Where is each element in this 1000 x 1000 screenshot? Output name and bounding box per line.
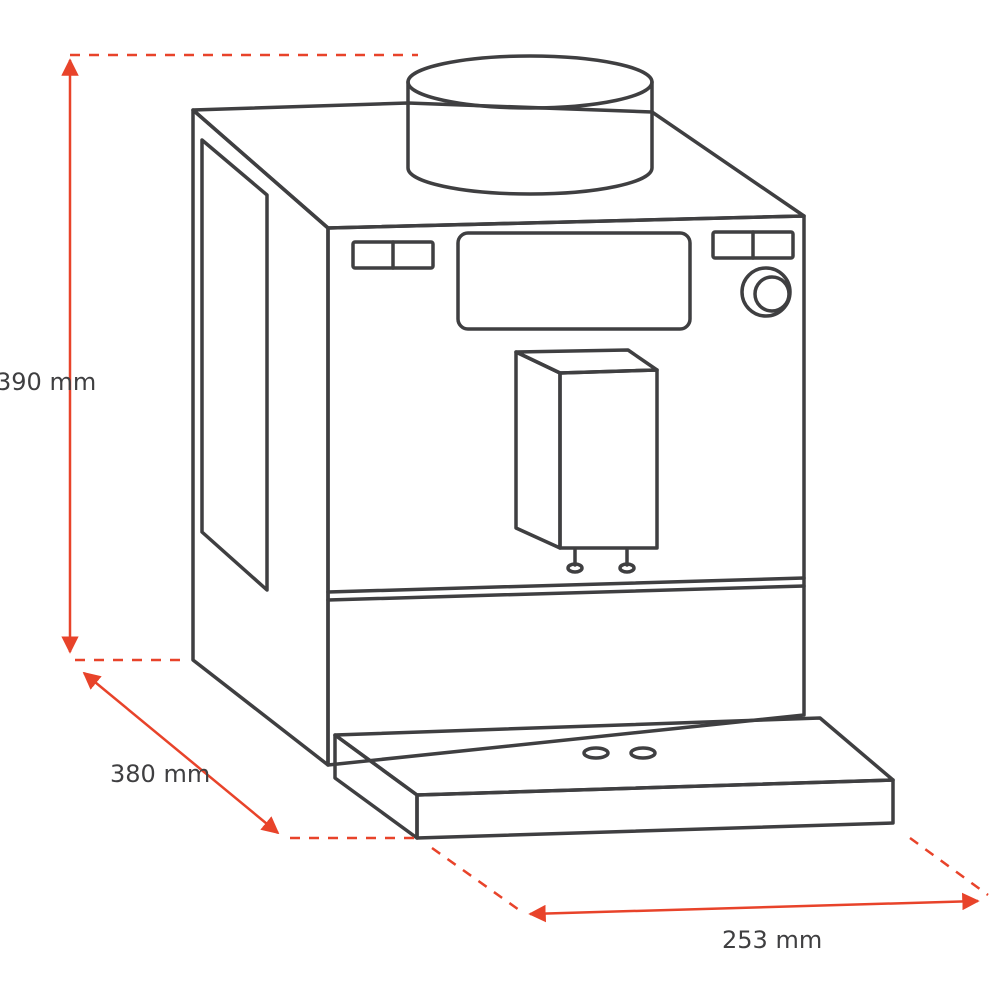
machine-front-face	[326, 214, 806, 767]
depth-dimension	[82, 671, 415, 840]
height-label: 390 mm	[0, 368, 96, 396]
right-control-buttons	[711, 230, 795, 260]
front-divider-bottom	[326, 584, 806, 602]
height-dimension	[61, 53, 418, 662]
display-screen	[456, 231, 692, 331]
width-label: 253 mm	[722, 926, 822, 954]
depth-label: 380 mm	[110, 760, 210, 788]
coffee-machine-outline	[191, 54, 895, 840]
left-control-buttons	[351, 240, 435, 270]
rotary-knob	[740, 266, 792, 318]
drip-tray	[333, 716, 895, 840]
front-divider-top	[326, 576, 806, 594]
width-dimension	[431, 836, 989, 923]
side-window-panel	[200, 138, 269, 592]
machine-top	[191, 101, 806, 230]
coffee-spout	[514, 348, 659, 574]
bean-hopper	[406, 54, 654, 196]
